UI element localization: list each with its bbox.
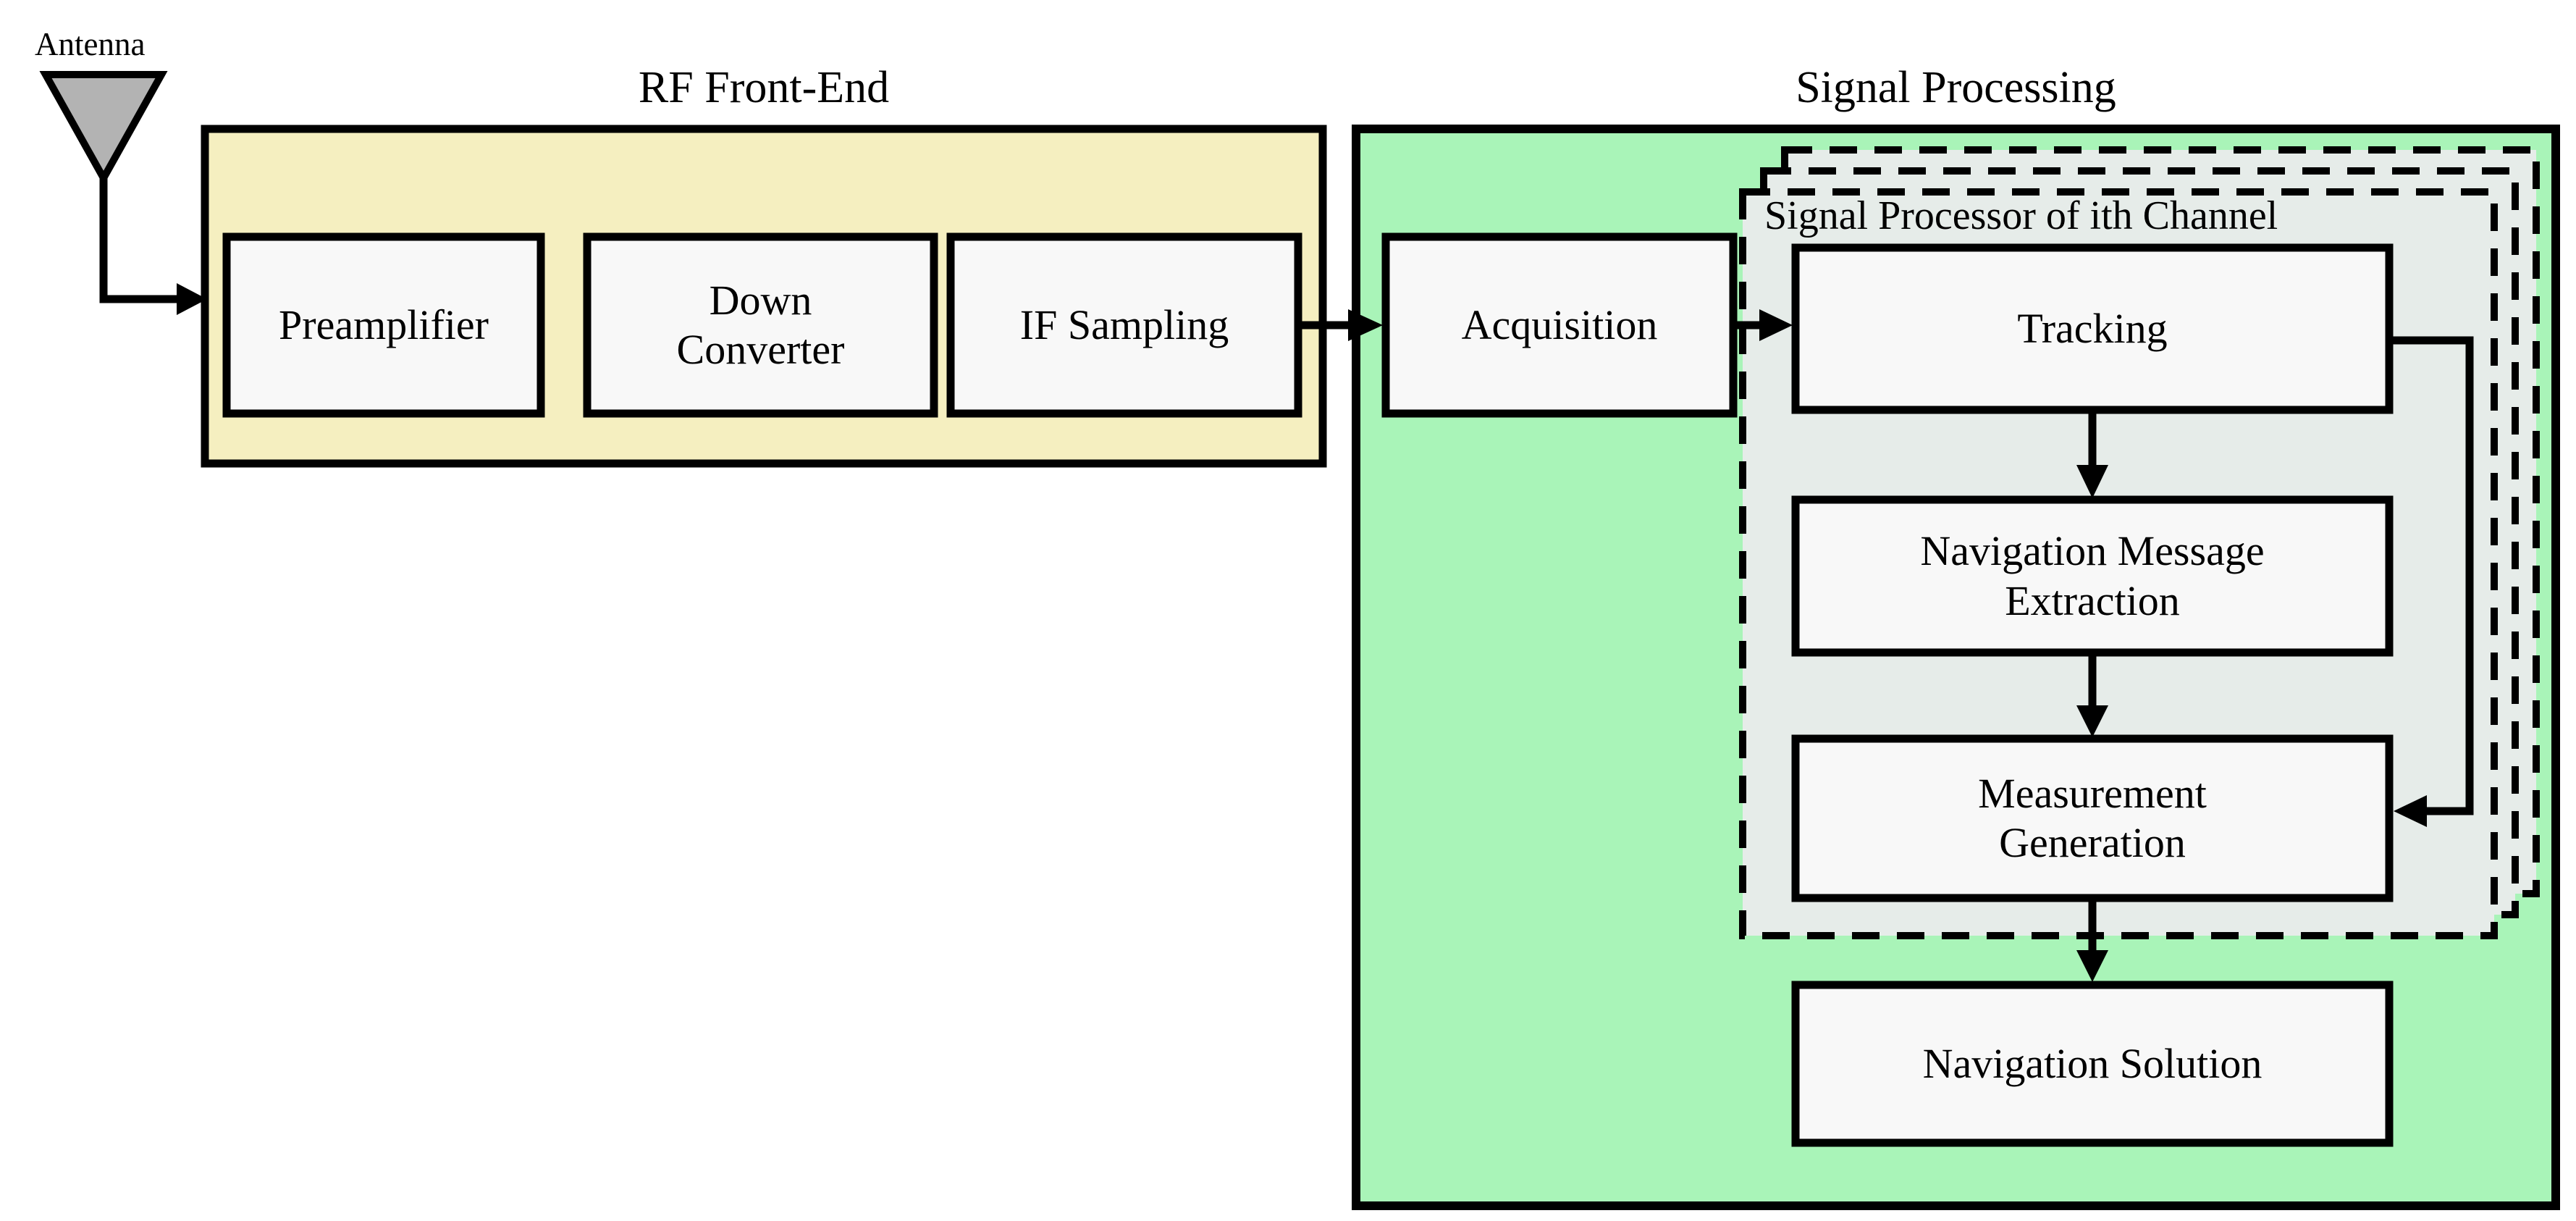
arrowhead-icon <box>2076 465 2108 498</box>
arrow-line <box>2389 336 2474 815</box>
antenna-arrowhead-icon <box>177 283 207 315</box>
down-converter-box <box>583 232 938 418</box>
down-converter-label: Down Converter <box>676 276 845 373</box>
antenna-label: Antenna <box>35 26 146 63</box>
tracking-box <box>1791 243 2394 414</box>
acquisition-label: Acquisition <box>1461 301 1658 348</box>
arrowhead-icon <box>1759 309 1793 341</box>
arrow-if-sampling-to-acquisition <box>1298 309 1383 341</box>
arrowhead-icon <box>2394 795 2427 827</box>
antenna-triangle-icon <box>39 71 168 186</box>
if-sampling-box <box>946 232 1302 418</box>
arrow-nav-message-extraction-to-measurement-generation <box>2076 653 2108 737</box>
arrow-measurement-generation-to-navigation-solution <box>2076 898 2108 982</box>
tracking-label: Tracking <box>2017 304 2168 352</box>
arrow-tracking-to-nav-message-extraction <box>2076 410 2108 498</box>
antenna-feed-line <box>99 174 177 303</box>
rf-front-end-title: RF Front-End <box>638 63 890 113</box>
arrowhead-icon <box>2076 950 2108 982</box>
antenna-symbol <box>39 71 207 315</box>
measurement-generation-box <box>1791 734 2394 902</box>
navigation-solution-box <box>1791 981 2394 1147</box>
arrow-tracking-feedback-to-measurement-generation <box>2389 336 2474 827</box>
preamplifier-box <box>222 232 545 418</box>
arrow-acquisition-to-tracking <box>1733 309 1793 341</box>
signal-processing-title: Signal Processing <box>1796 63 2116 113</box>
acquisition-box <box>1381 232 1738 418</box>
arrowhead-icon <box>1348 309 1383 341</box>
navigation-solution-label: Navigation Solution <box>1922 1039 2263 1087</box>
if-sampling-label: IF Sampling <box>1019 301 1229 348</box>
preamplifier-label: Preamplifier <box>279 301 489 348</box>
navigation-message-extraction-label: Navigation Message Extraction <box>1920 527 2265 624</box>
measurement-generation-label: Measurement Generation <box>1978 769 2207 866</box>
arrowhead-icon <box>2076 705 2108 737</box>
channel-processor-label: Signal Processor of ith Channel <box>1764 193 2278 238</box>
